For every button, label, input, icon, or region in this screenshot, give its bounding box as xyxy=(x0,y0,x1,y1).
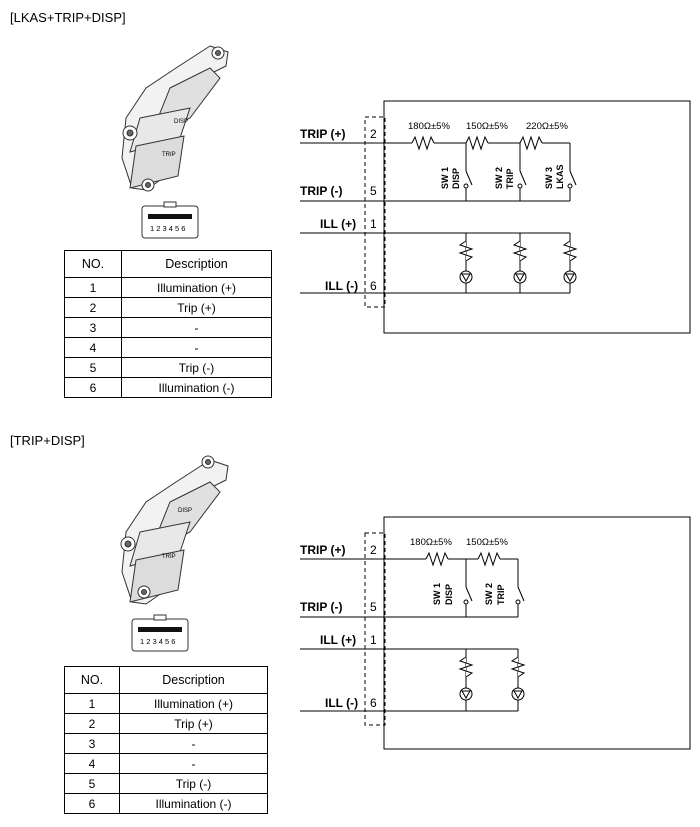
circuit-diagram: TRIP (+) 2 TRIP (-) 5 ILL (+) 1 ILL (-) … xyxy=(300,100,691,334)
resistor-label: 180Ω±5% xyxy=(408,121,450,132)
pin-number: 2 xyxy=(64,713,120,734)
terminal-trip-plus-pin: 2 xyxy=(370,543,377,557)
pin-number: 5 xyxy=(64,357,122,378)
pin-number: 1 xyxy=(64,693,120,714)
column-header-description: Description xyxy=(121,250,272,278)
section-title: [LKAS+TRIP+DISP] xyxy=(10,10,126,25)
terminal-trip-plus-pin: 2 xyxy=(370,127,377,141)
connector-pin-numbers: 1 2 3 4 5 6 xyxy=(140,637,175,646)
terminal-ill-minus-pin: 6 xyxy=(370,696,377,710)
terminal-ill-plus-pin: 1 xyxy=(370,633,377,647)
table-header-row: NO. Description xyxy=(64,250,272,278)
terminal-ill-plus-pin: 1 xyxy=(370,217,377,231)
pin-number: 3 xyxy=(64,733,120,754)
switch-id-label: SW 1 xyxy=(440,167,450,189)
terminal-ill-plus-label: ILL (+) xyxy=(320,217,356,231)
pin-number: 5 xyxy=(64,773,120,794)
pin-description: Illumination (-) xyxy=(119,793,268,814)
switch-id-label: SW 3 xyxy=(544,167,554,189)
switch-id-label: SW 2 xyxy=(484,583,494,605)
disp-part-label: DISP xyxy=(178,508,192,514)
trip-part-label: TRIP xyxy=(162,152,176,158)
pin-description: Trip (-) xyxy=(119,773,268,794)
switch-assembly-illustration: DISP TRIP 1 2 3 4 5 6 xyxy=(120,455,229,652)
connector-illustration: 1 2 3 4 5 6 xyxy=(141,201,199,239)
pin-description: Trip (+) xyxy=(121,297,272,318)
column-header-description: Description xyxy=(119,666,268,694)
pin-number: 6 xyxy=(64,793,120,814)
terminal-ill-plus-label: ILL (+) xyxy=(320,633,356,647)
table-row: 3- xyxy=(64,317,272,338)
pin-description: Illumination (-) xyxy=(121,377,272,398)
terminal-trip-minus-pin: 5 xyxy=(370,600,377,614)
switch-name-label: TRIP xyxy=(505,168,515,189)
table-row: 4- xyxy=(64,753,268,774)
switch-assembly-illustration: DISP TRIP 1 2 3 4 5 6 xyxy=(121,45,229,239)
switch-id-label: SW 2 xyxy=(494,167,504,189)
switch-name-label: LKAS xyxy=(555,165,565,190)
resistor-label: 180Ω±5% xyxy=(410,537,452,548)
pin-number: 4 xyxy=(64,337,122,358)
terminal-trip-minus-label: TRIP (-) xyxy=(300,184,342,198)
switch-name-label: DISP xyxy=(444,584,454,605)
switch-name-label: DISP xyxy=(451,168,461,189)
terminal-trip-minus-pin: 5 xyxy=(370,184,377,198)
pin-number: 6 xyxy=(64,377,122,398)
resistor-label: 220Ω±5% xyxy=(526,121,568,132)
section-title: [TRIP+DISP] xyxy=(10,433,85,448)
terminal-ill-minus-pin: 6 xyxy=(370,279,377,293)
trip-part-label: TRIP xyxy=(162,554,176,560)
pin-number: 4 xyxy=(64,753,120,774)
pin-description: - xyxy=(119,753,268,774)
terminal-trip-plus-label: TRIP (+) xyxy=(300,543,345,557)
circuit-diagram: TRIP (+) 2 TRIP (-) 5 ILL (+) 1 ILL (-) … xyxy=(300,516,691,750)
connector-pin-numbers: 1 2 3 4 5 6 xyxy=(150,224,185,233)
pin-description: Trip (-) xyxy=(121,357,272,378)
connector-illustration: 1 2 3 4 5 6 xyxy=(131,614,189,652)
resistor-label: 150Ω±5% xyxy=(466,121,508,132)
switch-name-label: TRIP xyxy=(496,584,506,605)
terminal-ill-minus-label: ILL (-) xyxy=(325,279,358,293)
table-row: 4- xyxy=(64,337,272,358)
pin-description: - xyxy=(119,733,268,754)
terminal-trip-minus-label: TRIP (-) xyxy=(300,600,342,614)
disp-part-label: DISP xyxy=(174,119,188,125)
switch-id-label: SW 1 xyxy=(432,583,442,605)
terminal-ill-minus-label: ILL (-) xyxy=(325,696,358,710)
table-header-row: NO. Description xyxy=(64,666,268,694)
pin-description: - xyxy=(121,317,272,338)
pin-number: 3 xyxy=(64,317,122,338)
pin-description: Illumination (+) xyxy=(119,693,268,714)
pin-description: - xyxy=(121,337,272,358)
table-row: 3- xyxy=(64,733,268,754)
pin-description: Trip (+) xyxy=(119,713,268,734)
pin-number: 1 xyxy=(64,277,122,298)
column-header-no: NO. xyxy=(64,666,120,694)
column-header-no: NO. xyxy=(64,250,122,278)
pin-description: Illumination (+) xyxy=(121,277,272,298)
resistor-label: 150Ω±5% xyxy=(466,537,508,548)
terminal-trip-plus-label: TRIP (+) xyxy=(300,127,345,141)
pin-number: 2 xyxy=(64,297,122,318)
